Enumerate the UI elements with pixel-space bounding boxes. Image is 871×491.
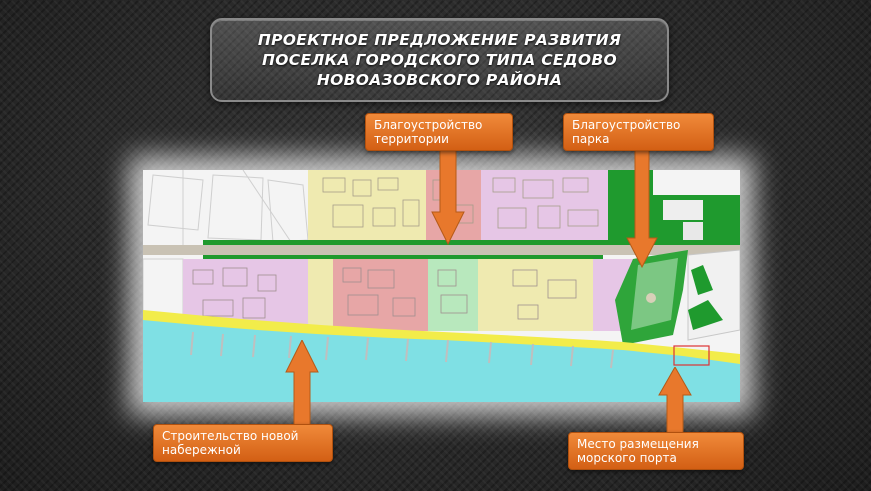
callout-territory-line1: Благоустройство	[374, 118, 483, 132]
callout-sea-port-location: Место размещения морского порта	[568, 432, 744, 470]
title-line-3: НОВОАЗОВСКОГО РАЙОНА	[316, 71, 563, 89]
callout-new-embankment: Строительство новой набережной	[153, 424, 333, 462]
callout-port-line2: морского порта	[577, 451, 677, 465]
callout-park-line2: парка	[572, 132, 610, 146]
title-line-1: ПРОЕКТНОЕ ПРЕДЛОЖЕНИЕ РАЗВИТИЯ	[257, 31, 622, 49]
arrow-down-territory-icon	[431, 150, 465, 245]
arrow-up-port-icon	[658, 367, 692, 435]
arrow-up-embankment-icon	[285, 340, 319, 430]
callout-territory-line2: территории	[374, 132, 449, 146]
title-banner: ПРОЕКТНОЕ ПРЕДЛОЖЕНИЕ РАЗВИТИЯ ПОСЕЛКА Г…	[210, 18, 669, 102]
callout-park-line1: Благоустройство	[572, 118, 681, 132]
callout-port-line1: Место размещения	[577, 437, 699, 451]
callout-territory-improvement: Благоустройство территории	[365, 113, 513, 151]
callout-park-improvement: Благоустройство парка	[563, 113, 714, 151]
callout-embankment-line1: Строительство новой	[162, 429, 299, 443]
callout-embankment-line2: набережной	[162, 443, 241, 457]
arrow-down-park-icon	[626, 148, 658, 268]
title-line-2: ПОСЕЛКА ГОРОДСКОГО ТИПА СЕДОВО	[262, 51, 617, 69]
